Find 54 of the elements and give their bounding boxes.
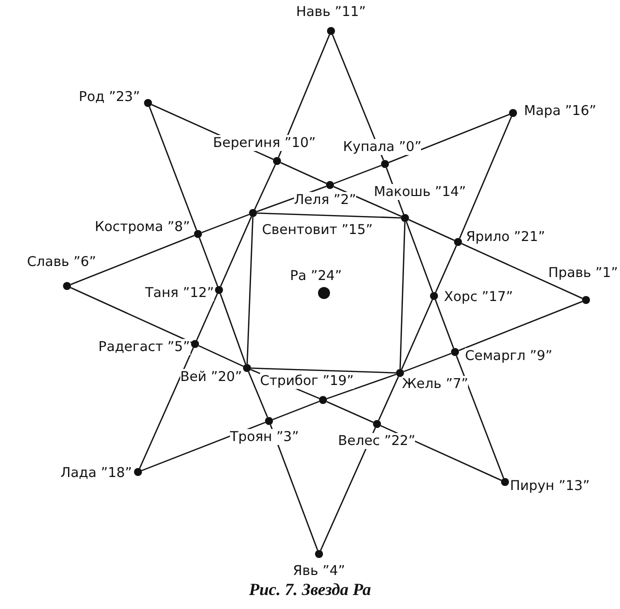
connecting-line [248,371,268,418]
point-label: Купала ”0” [343,139,422,155]
point-label: Макошь ”14” [374,184,466,200]
connecting-line [246,216,254,364]
point-label: Правь ”1” [548,265,618,281]
point-label: Кострома ”8” [94,219,190,235]
connecting-line [326,374,396,400]
point-label: Пирун ”13” [510,478,590,494]
point-label: Род ”23” [78,89,140,105]
connecting-line [434,300,454,348]
connecting-line [458,300,583,352]
connecting-line [408,219,455,241]
connecting-line [388,114,510,164]
connecting-line [461,243,583,299]
connecting-line [70,234,195,286]
connecting-line [333,186,402,217]
connecting-line [272,400,320,420]
connecting-line [280,162,327,184]
connecting-line [256,212,402,219]
point-label: Хорс ”17” [444,289,513,305]
connecting-line [406,222,434,292]
connecting-line [270,424,318,550]
connecting-line [435,245,457,293]
connecting-line [139,347,194,469]
connecting-line [378,376,399,421]
point-label: Велес ”22” [338,433,416,449]
point-label: Мара ”16” [524,103,596,119]
point-label: Семаргл ”9” [465,348,552,364]
connecting-line [202,214,250,234]
connecting-line [401,299,433,370]
point-label: Троян ”3” [230,429,299,445]
point-label: Берегиня ”10” [213,135,316,151]
point-label: Таня ”12” [145,285,214,301]
connecting-line [326,401,374,423]
point-label: Радегаст ”5” [98,339,190,355]
connecting-line [196,293,218,341]
connecting-line [456,356,504,478]
connecting-line [70,287,192,343]
connecting-line [220,216,252,287]
connecting-line [198,238,218,286]
connecting-line [220,294,246,364]
connecting-line [458,116,512,239]
point-label: Стрибог ”19” [260,373,354,389]
connecting-line [334,164,382,184]
point-label: Ярило ”21” [466,229,546,245]
connecting-line [198,345,244,367]
connecting-line [320,427,376,551]
connecting-line [250,367,396,374]
connecting-line [148,106,198,230]
figure-caption: Рис. 7. Звезда Ра [248,580,372,600]
connecting-line [404,352,452,372]
point-label: Лада ”18” [60,465,132,481]
connecting-line [399,222,406,370]
connecting-line [254,164,276,210]
